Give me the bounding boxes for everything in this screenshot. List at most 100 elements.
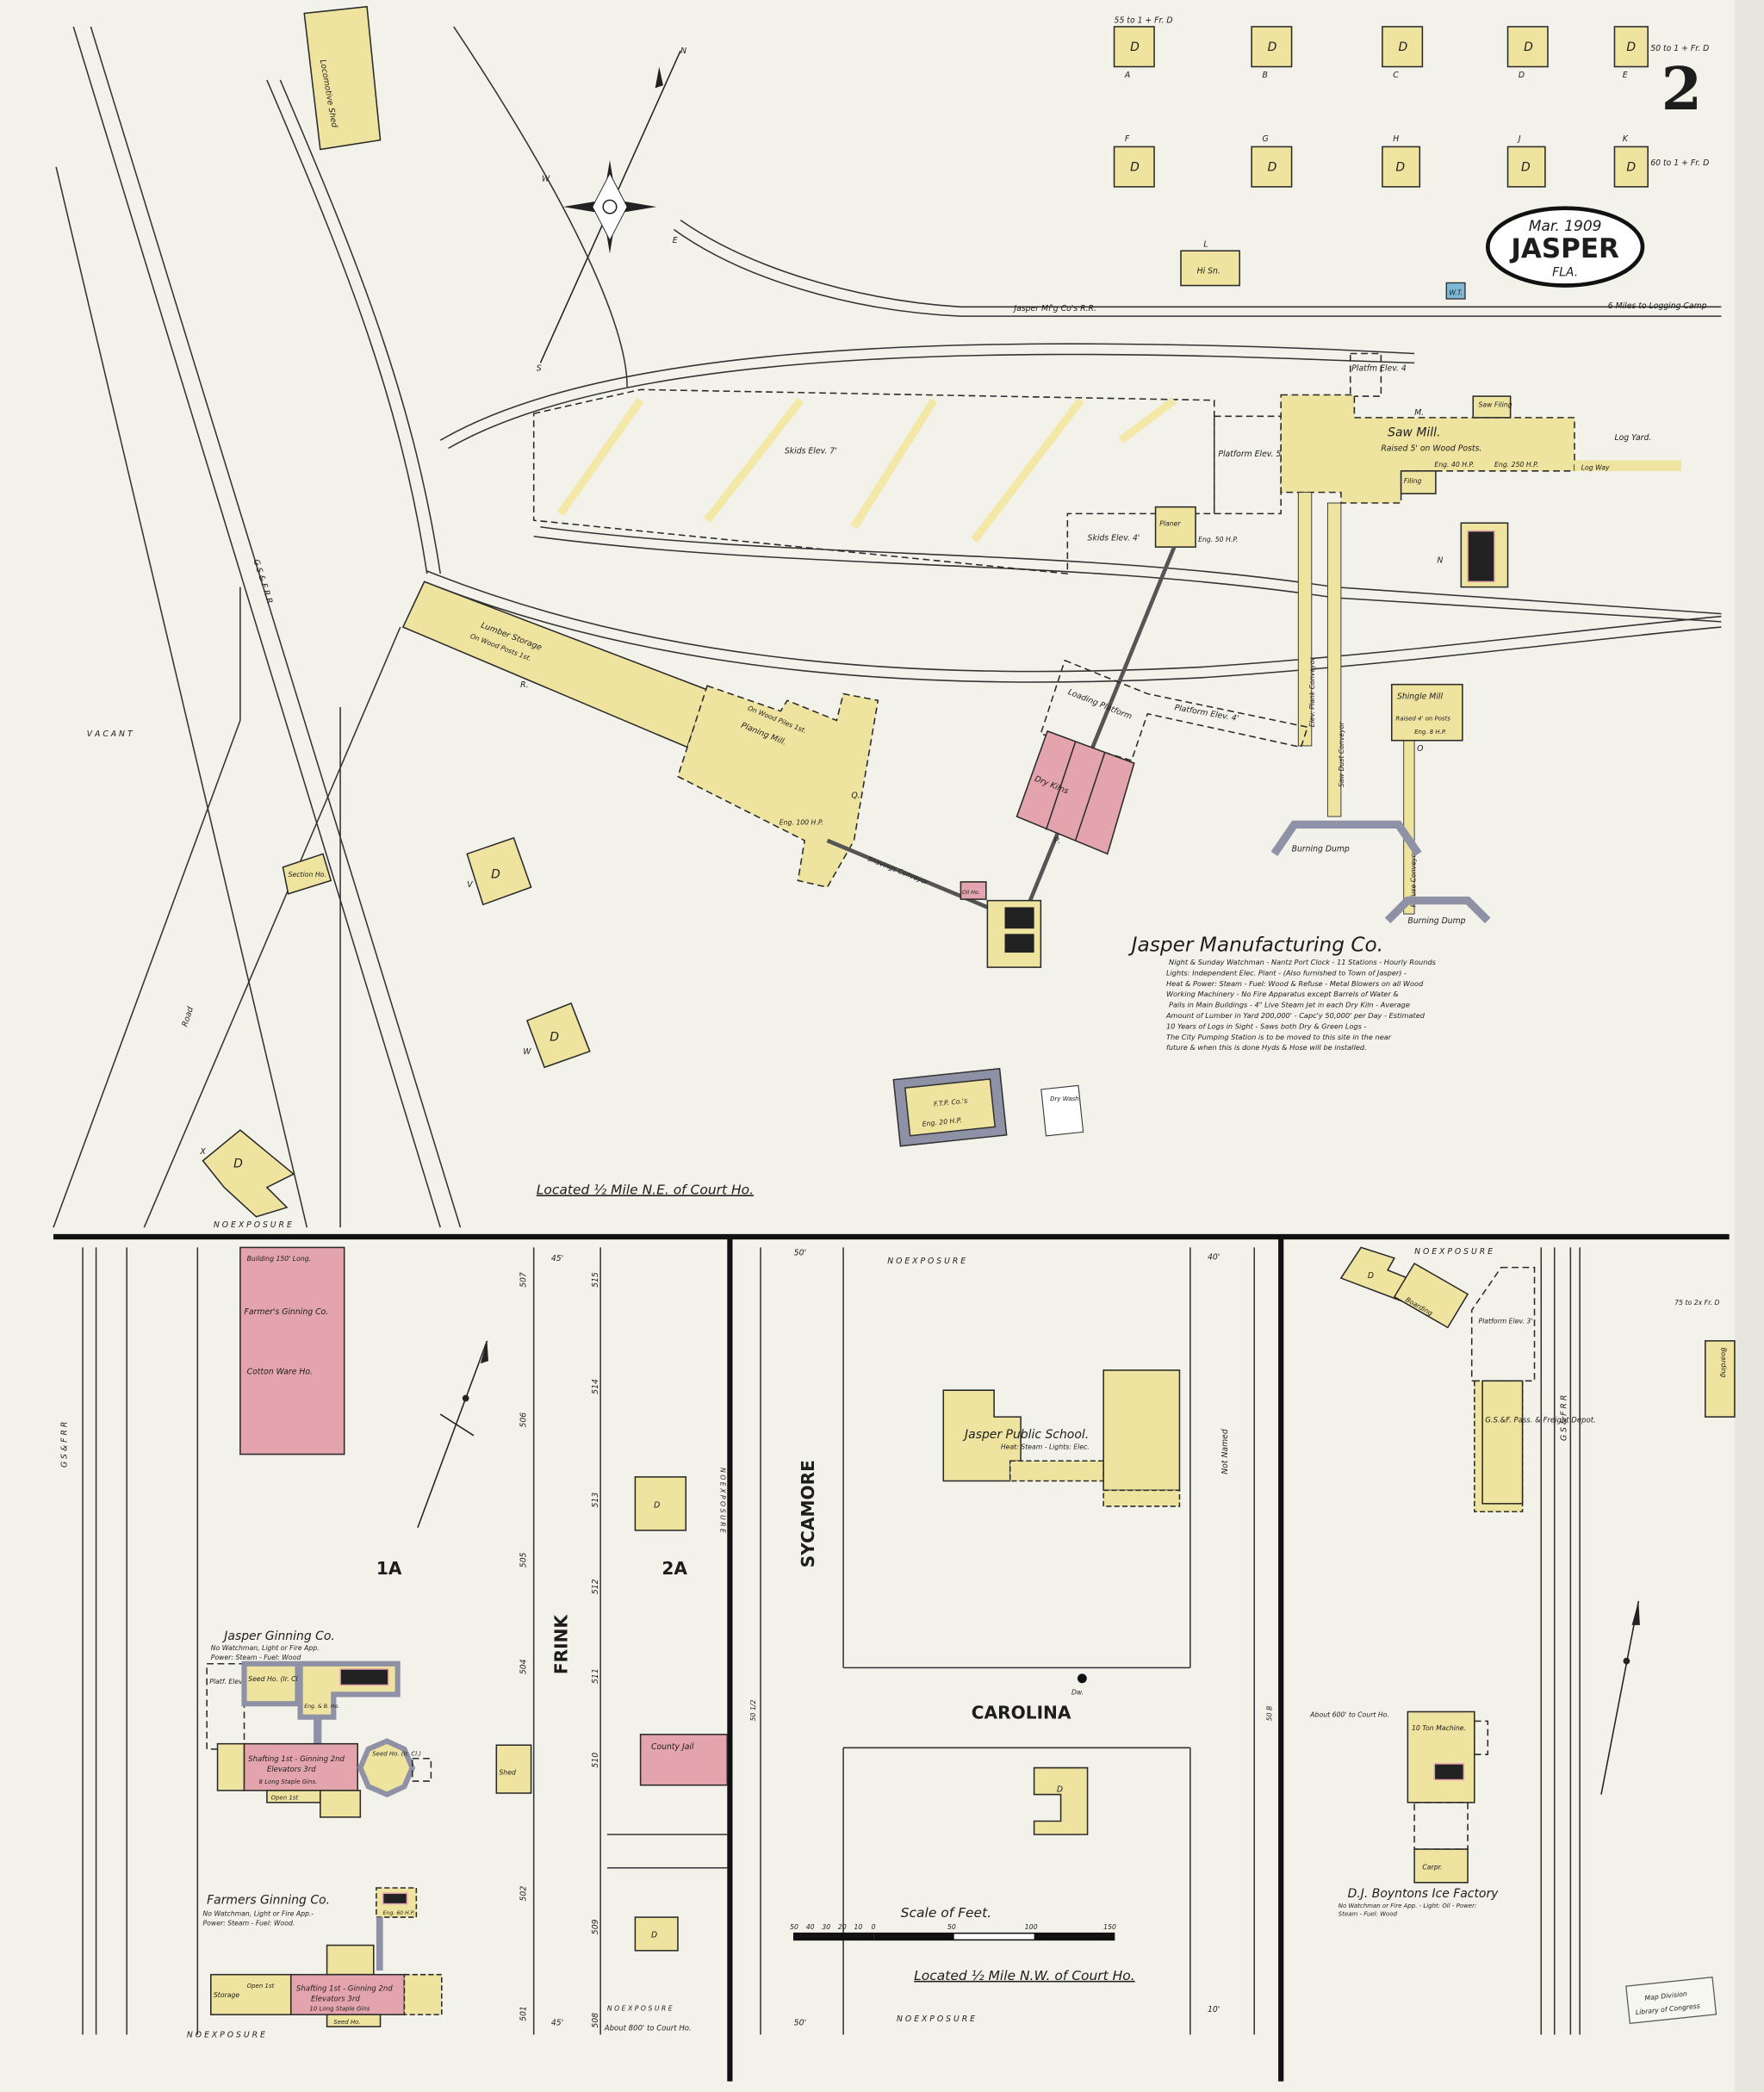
logging-camp-label: 6 Miles to Logging Camp xyxy=(1608,301,1707,311)
svg-text:10 Years of Logs in Sight - Sa: 10 Years of Logs in Sight - Saws both Dr… xyxy=(1166,1021,1367,1030)
svg-text:Jasper Public School.: Jasper Public School. xyxy=(962,1428,1089,1442)
farmers-ginning-co: Farmers Ginning Co. No Watchman, Light o… xyxy=(203,1887,443,2027)
company-description: Jasper Manufacturing Co. Night & Sunday … xyxy=(1128,934,1437,1052)
svg-text:Planer: Planer xyxy=(1159,519,1181,527)
svg-text:75 to 2x Fr. D: 75 to 2x Fr. D xyxy=(1674,1299,1719,1307)
svg-text:Power: Steam - Fuel: Wood: Power: Steam - Fuel: Wood xyxy=(211,1654,301,1661)
svg-text:J: J xyxy=(1517,134,1521,144)
svg-text:Farmer's Ginning Co.: Farmer's Ginning Co. xyxy=(245,1307,329,1317)
svg-text:Open 1st: Open 1st xyxy=(271,1795,299,1802)
svg-text:D: D xyxy=(1268,160,1277,174)
svg-text:G: G xyxy=(1262,134,1268,144)
svg-text:Carpr.: Carpr. xyxy=(1422,1863,1442,1871)
svg-text:50: 50 xyxy=(947,1923,956,1931)
svg-text:Elevators 3rd: Elevators 3rd xyxy=(267,1766,316,1774)
svg-text:X: X xyxy=(199,1147,206,1157)
svg-text:Farmers Ginning Co.: Farmers Ginning Co. xyxy=(207,1894,330,1908)
svg-text:Raised 4' on Posts: Raised 4' on Posts xyxy=(1395,716,1450,723)
located-ne-label: Located ½ Mile N.E. of Court Ho. xyxy=(537,1182,754,1197)
svg-text:D: D xyxy=(1524,40,1533,54)
svg-text:D: D xyxy=(1521,160,1531,174)
svg-text:Scale of Feet.: Scale of Feet. xyxy=(901,1905,991,1921)
svg-text:V: V xyxy=(467,880,473,890)
svg-text:514: 514 xyxy=(591,1379,600,1394)
svg-text:B: B xyxy=(1262,71,1267,80)
svg-text:45': 45' xyxy=(551,2019,563,2028)
svg-text:No Watchman, Light or Fire App: No Watchman, Light or Fire App.- xyxy=(203,1910,314,1918)
svg-text:D: D xyxy=(550,1030,559,1044)
lumber-storage: Lumber Storage On Wood Posts 1st. R. xyxy=(401,580,709,748)
svg-text:Pails in Main Buildings - 4" L: Pails in Main Buildings - 4" Live Steam … xyxy=(1169,1001,1410,1009)
svg-text:D: D xyxy=(654,1500,660,1510)
hi-sn-building: Hi Sn. L xyxy=(1180,240,1240,287)
svg-text:Raised 5' on Wood Posts.: Raised 5' on Wood Posts. xyxy=(1381,444,1481,454)
svg-text:10': 10' xyxy=(1208,2005,1220,2014)
svg-text:Platform Elev. 5': Platform Elev. 5' xyxy=(1218,450,1283,459)
svg-text:D: D xyxy=(1268,40,1277,54)
svg-text:Log Way: Log Way xyxy=(1581,463,1610,471)
svg-text:Seed Ho. (Ir. Cl.): Seed Ho. (Ir. Cl.) xyxy=(372,1751,421,1758)
svg-text:30: 30 xyxy=(822,1923,830,1931)
svg-text:10: 10 xyxy=(854,1923,862,1931)
svg-text:Cotton Ware Ho.: Cotton Ware Ho. xyxy=(247,1368,313,1377)
svg-text:No Watchman or Fire App. - Lig: No Watchman or Fire App. - Light: Oil - … xyxy=(1339,1903,1477,1909)
jasper-public-school: Jasper Public School. Heat: Steam - Ligh… xyxy=(942,1369,1181,1507)
svg-text:Dry Wash: Dry Wash xyxy=(1050,1096,1078,1102)
svg-text:R.: R. xyxy=(520,680,528,690)
svg-text:40': 40' xyxy=(1208,1252,1220,1262)
svg-text:D: D xyxy=(1399,40,1408,54)
svg-text:50': 50' xyxy=(794,2019,806,2028)
compass-w: W xyxy=(542,175,550,184)
svg-text:50: 50 xyxy=(790,1923,798,1931)
located-nw-label: Located ½ Mile N.W. of Court Ho. xyxy=(914,1968,1135,1983)
svg-text:M.: M. xyxy=(1414,408,1424,418)
svg-text:H: H xyxy=(1393,134,1399,144)
svg-text:G.S.&F. Pass. & Freight Depot.: G.S.&F. Pass. & Freight Depot. xyxy=(1485,1416,1596,1425)
svg-text:510: 510 xyxy=(591,1753,600,1768)
oil-house-label: Oil Ho. xyxy=(962,890,980,896)
svg-text:A: A xyxy=(1124,71,1130,80)
svg-text:L: L xyxy=(1203,240,1208,250)
svg-text:County Jail: County Jail xyxy=(651,1742,694,1752)
title-state: FLA. xyxy=(1552,266,1578,280)
svg-text:N O E X P O S U R E: N O E X P O S U R E xyxy=(607,2005,673,2013)
compass-s: S xyxy=(537,364,542,374)
svg-text:P.: P. xyxy=(1054,836,1060,846)
scale-of-feet: Scale of Feet. 50 40 30 20 10 0 50 100 1… xyxy=(790,1905,1135,1983)
svg-text:About 600' to Court Ho.: About 600' to Court Ho. xyxy=(1309,1711,1389,1719)
lot-numbers-right: 515 514 513 512 511 510 509 508 xyxy=(591,1272,600,2028)
svg-text:100: 100 xyxy=(1025,1923,1038,1931)
svg-text:D: D xyxy=(1626,160,1636,174)
middle-streets: SYCAMORE CAROLINA Not Named N O E X P O … xyxy=(749,1247,1273,2035)
svg-text:Building 150' Long.: Building 150' Long. xyxy=(247,1255,312,1263)
svg-text:501: 501 xyxy=(519,2006,528,2021)
svg-text:D: D xyxy=(233,1157,243,1170)
ice-factory: 10 Ton Machine. Carpr. D.J. Boyntons Ice… xyxy=(1339,1710,1499,1918)
saw-mill: Platform Elev. 5' Platfm Elev. 4 Saw Fil… xyxy=(1154,352,1681,588)
carolina-dwelling: D xyxy=(1033,1766,1089,1835)
carolina-street-label: CAROLINA xyxy=(972,1702,1071,1723)
svg-text:Eng. 100 H.P.: Eng. 100 H.P. xyxy=(780,818,823,826)
svg-text:Refuse Conveyor: Refuse Conveyor xyxy=(1410,850,1418,908)
svg-text:K: K xyxy=(1623,134,1629,144)
svg-text:511: 511 xyxy=(591,1668,600,1684)
right-panel: G S & F R R N O E X P O S U R E D Boardi… xyxy=(1309,1246,1736,2035)
svg-text:Filing: Filing xyxy=(1404,477,1422,485)
svg-text:40: 40 xyxy=(806,1923,815,1931)
svg-text:C: C xyxy=(1393,71,1399,80)
svg-text:Seed Ho. (Ir. Cl.): Seed Ho. (Ir. Cl.) xyxy=(248,1675,302,1683)
svg-text:Not Named: Not Named xyxy=(1221,1429,1230,1474)
svg-text:D: D xyxy=(1395,160,1405,174)
svg-text:future & when this is done Hyd: future & when this is done Hyds & Hose w… xyxy=(1166,1043,1367,1052)
svg-text:G S & F R R: G S & F R R xyxy=(59,1422,69,1468)
svg-text:504: 504 xyxy=(519,1659,528,1674)
svg-text:Platf. Elev. 5': Platf. Elev. 5' xyxy=(209,1678,252,1685)
svg-text:50': 50' xyxy=(794,1249,806,1258)
frink-street-label: FRINK xyxy=(550,1614,571,1675)
svg-text:45': 45' xyxy=(551,1254,563,1263)
svg-text:D: D xyxy=(491,867,500,881)
compass-n: N xyxy=(680,47,686,56)
svg-text:Saw Filing: Saw Filing xyxy=(1478,400,1512,408)
skids-yard: Skids Elev. 7' Skids Elev. 4' xyxy=(532,388,1215,574)
svg-text:F.T.P. Co.'s: F.T.P. Co.'s xyxy=(933,1097,967,1108)
